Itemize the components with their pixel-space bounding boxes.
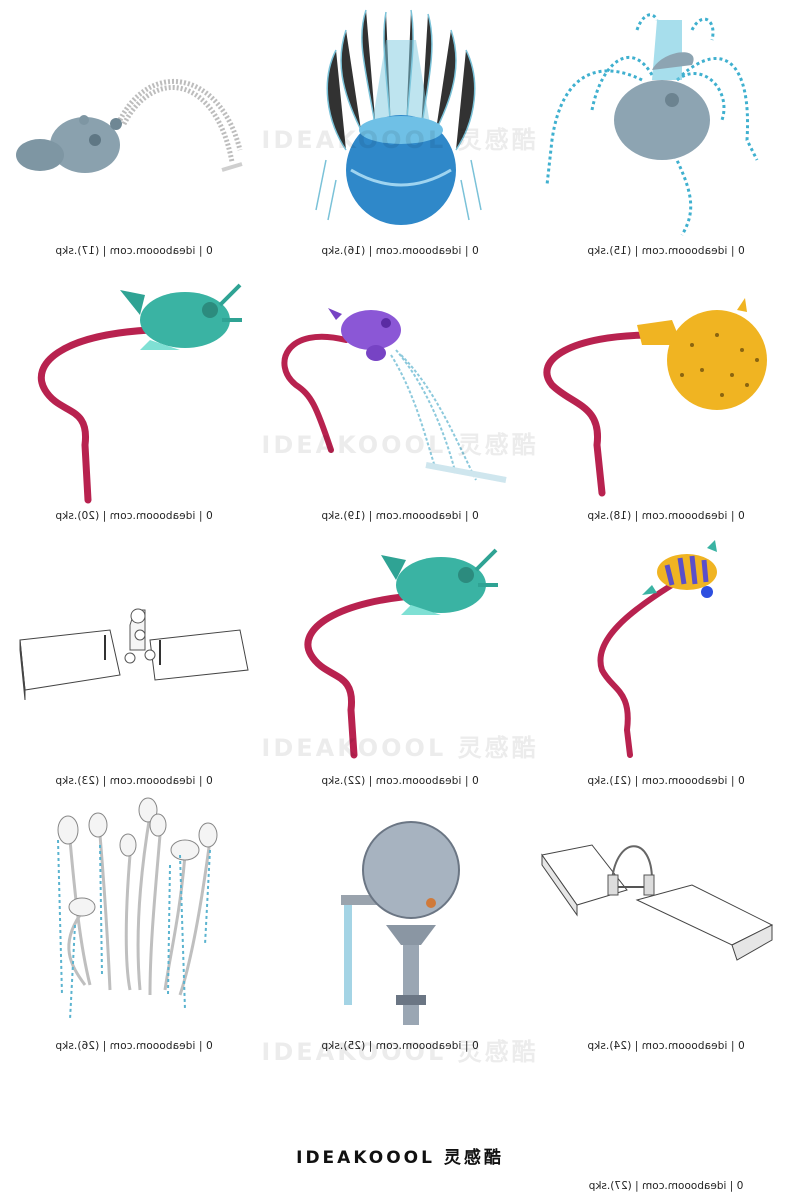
teal-fish-on-pipe-icon bbox=[37, 283, 242, 504]
model-caption: 0 | ideabooom.com | (24).skp bbox=[587, 1040, 745, 1052]
flower-stem-sprinklers-icon bbox=[57, 797, 218, 1021]
model-cell-16[interactable]: 0 | ideabooom.com | (16).skp bbox=[266, 0, 534, 258]
model-cell-18[interactable]: 0 | ideabooom.com | (18).skp bbox=[532, 265, 800, 523]
model-cell-21[interactable]: 0 | ideabooom.com | (21).skp bbox=[532, 530, 800, 788]
model-caption: 0 | ideabooom.com | (16).skp bbox=[321, 245, 479, 257]
purple-fish-sprayer-icon bbox=[281, 308, 507, 483]
teal-fish-on-pipe-icon bbox=[304, 548, 498, 759]
model-cell-23[interactable]: 0 | ideabooom.com | (23).skp bbox=[0, 530, 268, 788]
model-caption: 0 | ideabooom.com | (23).skp bbox=[55, 775, 213, 787]
brand-logo: IDEAKOOOL 灵感酷 bbox=[296, 1148, 504, 1168]
model-caption: 0 | ideabooom.com | (21).skp bbox=[587, 775, 745, 787]
blue-ball-fountain-icon bbox=[315, 9, 482, 225]
model-cell-20[interactable]: 0 | ideabooom.com | (20).skp bbox=[0, 265, 268, 523]
model-caption: 0 | ideabooom.com | (19).skp bbox=[321, 510, 479, 522]
round-dish-spout-icon bbox=[341, 821, 460, 1025]
model-cell-17[interactable]: 0 | ideabooom.com | (17).skp bbox=[0, 0, 268, 258]
model-caption: 0 | ideabooom.com | (15).skp bbox=[587, 245, 745, 257]
model-caption: 0 | ideabooom.com | (26).skp bbox=[55, 1040, 213, 1052]
model-cell-19[interactable]: 0 | ideabooom.com | (19).skp bbox=[266, 265, 534, 523]
watermark: IDEAKOOOL 灵感酷 bbox=[261, 734, 539, 762]
model-cell-25[interactable]: 0 | ideabooom.com | (25).skp bbox=[266, 795, 534, 1053]
white-box-jet-icon bbox=[19, 608, 249, 701]
watermark: IDEAKOOOL 灵感酷 bbox=[261, 126, 539, 154]
model-caption: 0 | ideabooom.com | (22).skp bbox=[321, 775, 479, 787]
model-cell-15[interactable]: 0 | ideabooom.com | (15).skp bbox=[532, 0, 800, 258]
yellow-pufferfish-on-pipe-icon bbox=[543, 298, 767, 497]
blue-fish-sprayer-icon bbox=[16, 79, 243, 173]
striped-fish-on-pipe-icon bbox=[597, 540, 717, 758]
box-arch-jet-icon bbox=[541, 844, 774, 961]
model-cell-22[interactable]: 0 | ideabooom.com | (22).skp bbox=[266, 530, 534, 788]
model-cell-24[interactable]: 0 | ideabooom.com | (24).skp bbox=[532, 795, 800, 1053]
model-caption: 0 | ideabooom.com | (27).skp bbox=[588, 1180, 744, 1192]
model-caption: 0 | ideabooom.com | (17).skp bbox=[55, 245, 213, 257]
model-caption: 0 | ideabooom.com | (18).skp bbox=[587, 510, 745, 522]
model-caption: 0 | ideabooom.com | (20).skp bbox=[55, 510, 213, 522]
model-cell-26[interactable]: 0 | ideabooom.com | (26).skp bbox=[0, 795, 268, 1053]
watermark: IDEAKOOOL 灵感酷 bbox=[261, 431, 539, 459]
watermark: IDEAKOOOL 灵感酷 bbox=[261, 1038, 539, 1066]
grey-octopus-fountain-icon bbox=[545, 13, 759, 236]
